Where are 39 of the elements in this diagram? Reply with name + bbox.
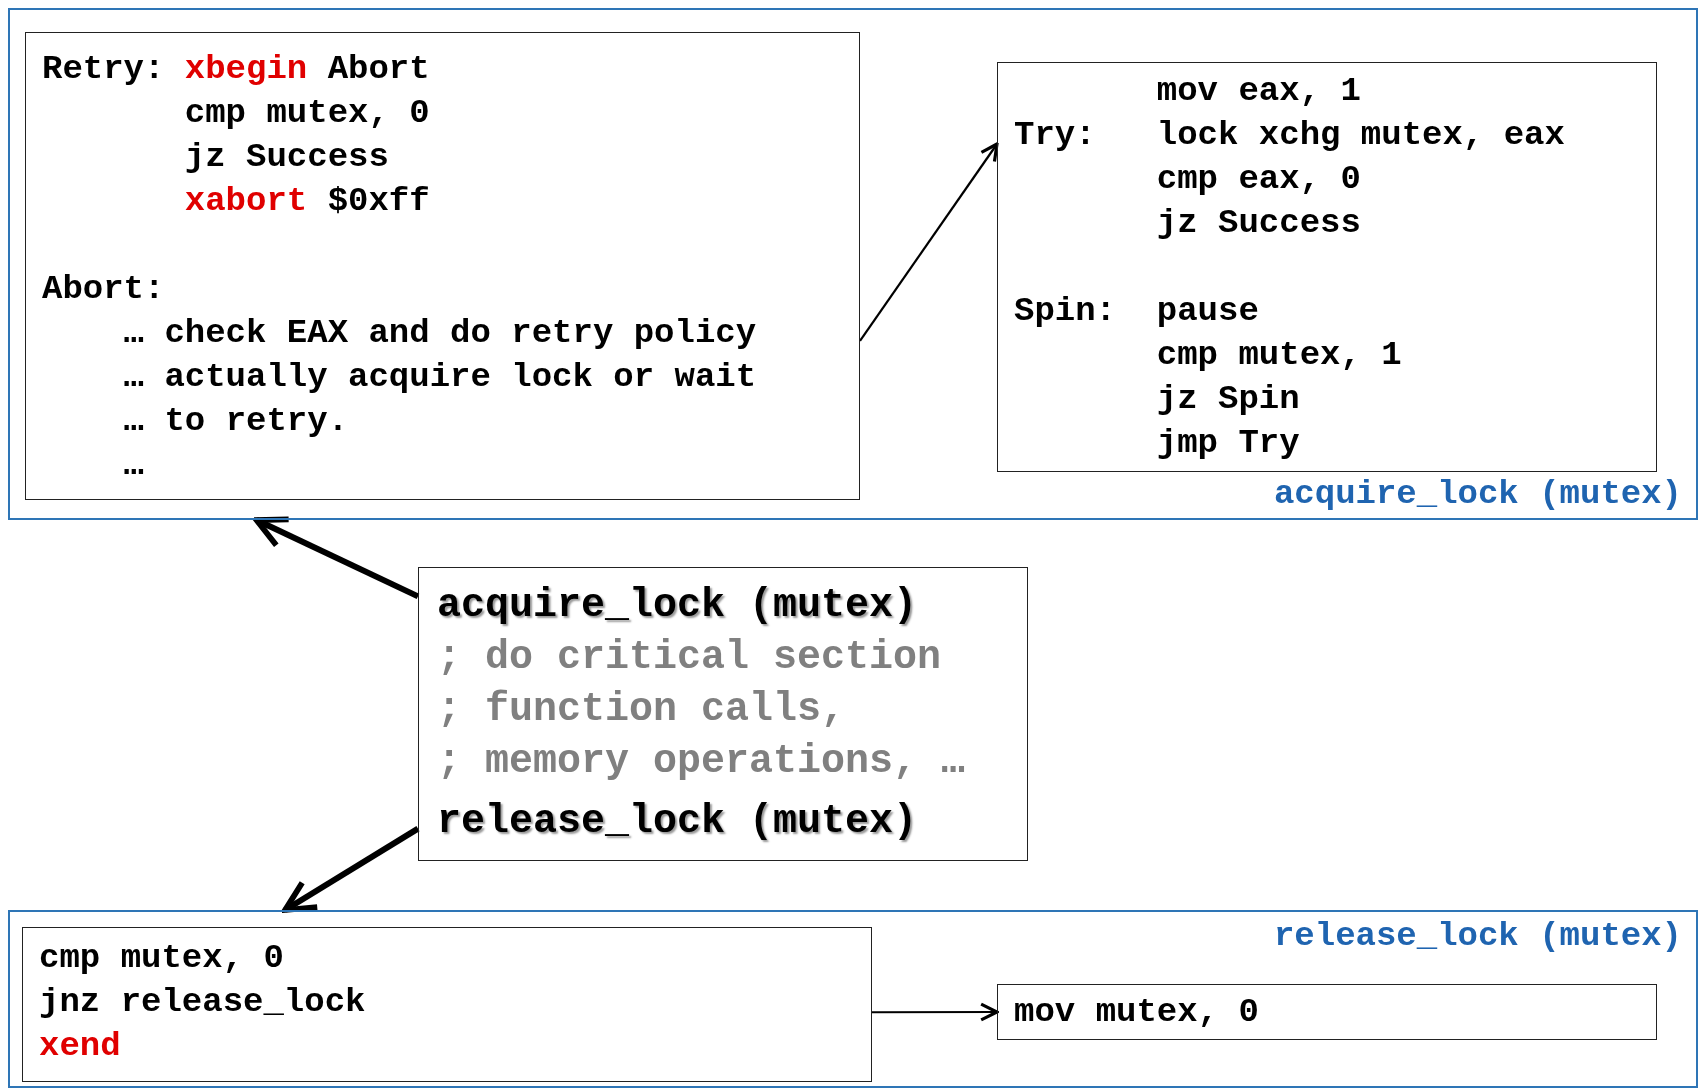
code-line: cmp eax, 0 <box>1156 159 1361 200</box>
code-line: xabort $0xff <box>184 181 430 222</box>
arrow <box>859 142 999 342</box>
code-line: Retry: xbegin Abort <box>42 49 430 90</box>
code-line: Spin: pause <box>1014 291 1259 332</box>
code-line: cmp mutex, 1 <box>1156 335 1402 376</box>
code-line: … check EAX and do retry policy <box>123 313 757 354</box>
code-comment: ; function calls, <box>437 686 846 734</box>
code-box <box>418 567 1028 861</box>
code-panel <box>8 910 1698 1088</box>
code-line: jz Spin <box>1156 379 1300 420</box>
code-line: cmp mutex, 0 <box>39 938 284 979</box>
code-comment: ; do critical section <box>437 634 942 682</box>
code-box <box>997 984 1657 1040</box>
panel-title: release_lock (mutex) <box>1273 916 1682 956</box>
code-line: … actually acquire lock or wait <box>123 357 757 398</box>
code-line: Abort: <box>42 269 165 310</box>
code-line: … <box>123 445 144 486</box>
panel-title: acquire_lock (mutex) <box>1273 474 1682 514</box>
code-line: jnz release_lock <box>39 982 366 1023</box>
code-box <box>25 32 860 500</box>
code-line: jmp Try <box>1156 423 1300 464</box>
code-line: jz Success <box>184 137 389 178</box>
arrow <box>872 1002 999 1022</box>
code-line: Try: lock xchg mutex, eax <box>1014 115 1565 156</box>
code-line: mov mutex, 0 <box>1014 992 1259 1033</box>
code-panel <box>8 8 1698 520</box>
code-line: … to retry. <box>123 401 349 442</box>
code-line: cmp mutex, 0 <box>184 93 430 134</box>
code-line: jz Success <box>1156 203 1361 244</box>
code-box <box>22 927 872 1082</box>
code-line: xend <box>39 1026 121 1067</box>
code-comment: ; memory operations, … <box>437 738 966 786</box>
function-call: acquire_lock (mutex) <box>437 582 918 630</box>
code-line: mov eax, 1 <box>1156 71 1361 112</box>
arrow <box>253 516 420 600</box>
function-call: release_lock (mutex) <box>437 798 918 846</box>
code-box <box>997 62 1657 472</box>
arrow <box>282 826 420 913</box>
